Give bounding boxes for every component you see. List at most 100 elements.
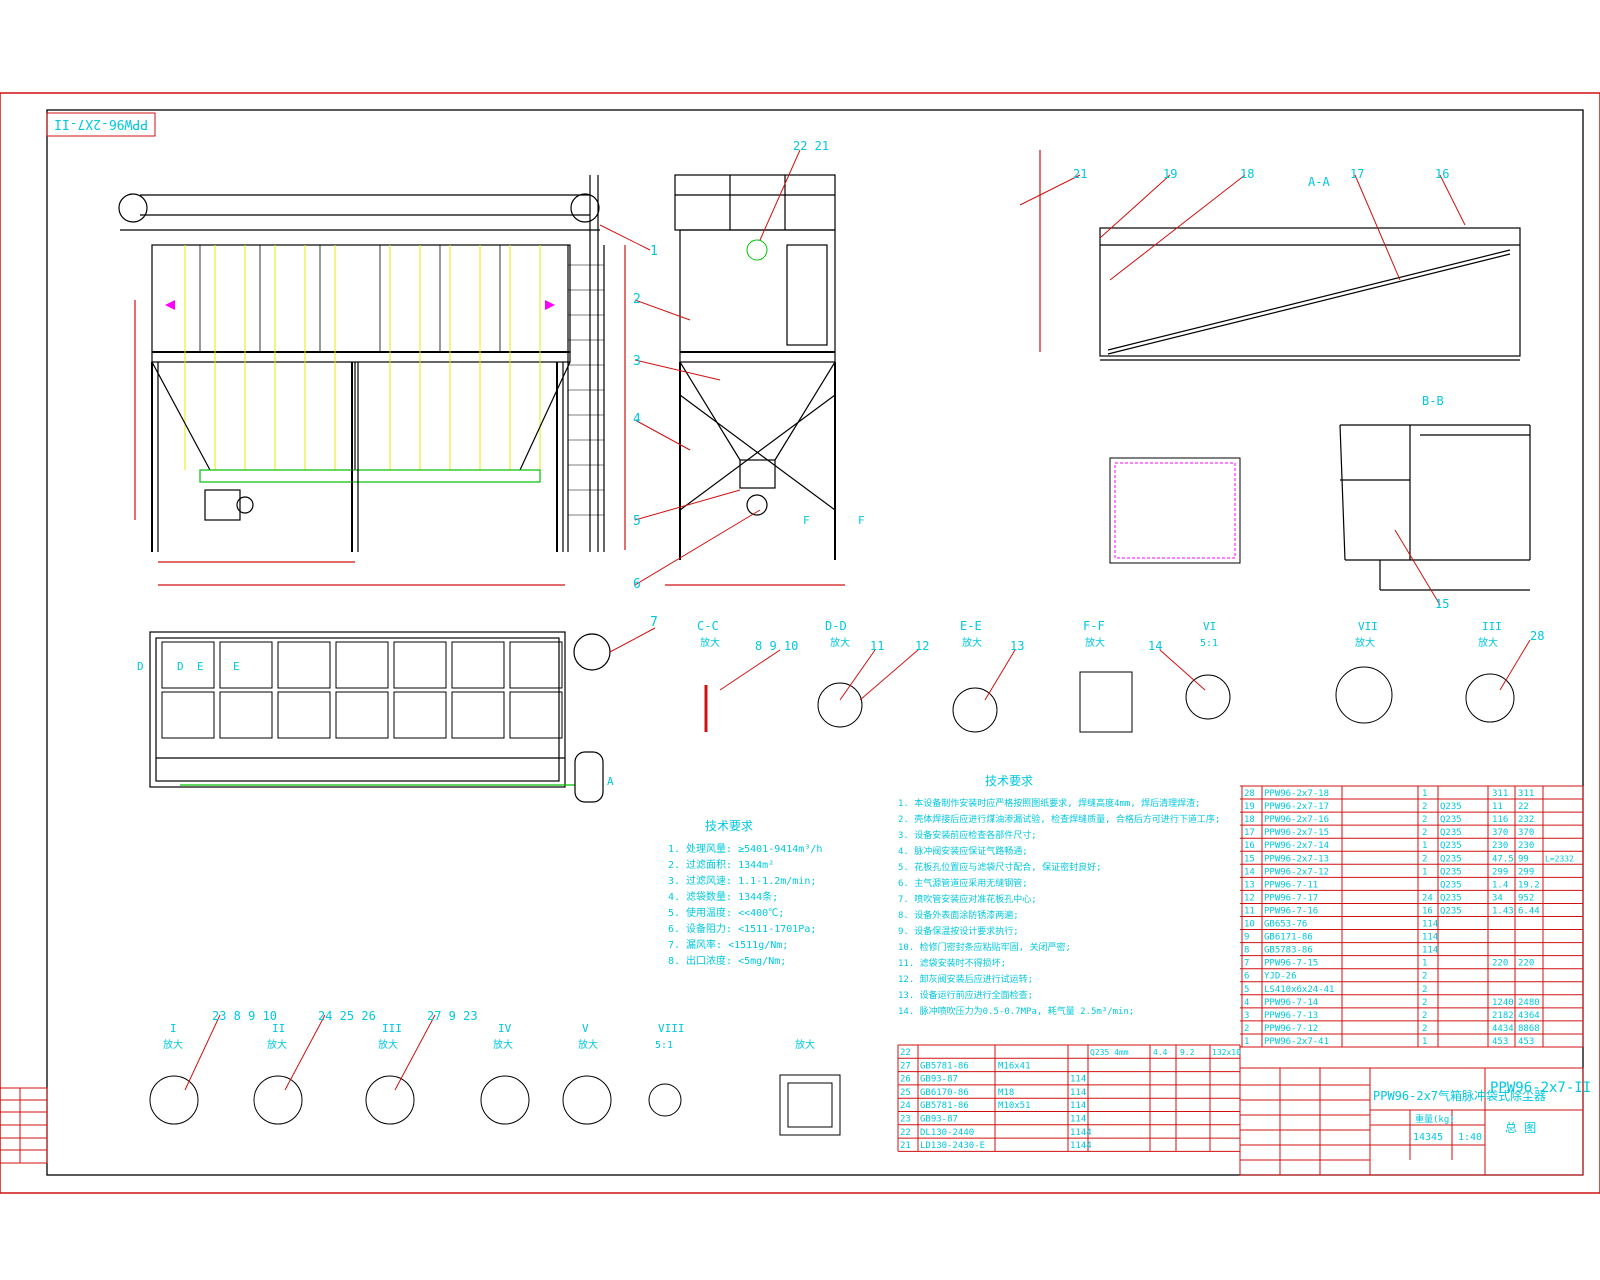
part-unit-weight: 299 <box>1492 867 1508 877</box>
part-code: YJD-26 <box>1264 972 1297 982</box>
part-no: 16 <box>1244 841 1255 851</box>
part-total-weight: 232 <box>1518 815 1534 825</box>
part-note: L=2332 <box>1545 854 1574 863</box>
part-unit-weight: 47.5 <box>1492 854 1514 864</box>
part-qty: 16 <box>1422 906 1433 916</box>
detail-viii-title: VIII <box>658 1022 685 1035</box>
section-aa-title: A-A <box>1308 175 1330 189</box>
section-dd-title: D-D <box>825 619 847 633</box>
scale-iii: 放大 <box>1478 636 1498 649</box>
part-qty: 114 <box>1070 1088 1086 1098</box>
part-total-weight: 370 <box>1518 828 1534 838</box>
part-value: 9.2 <box>1180 1048 1195 1057</box>
part-unit-weight: 2182 <box>1492 1011 1514 1021</box>
plan-view <box>149 631 611 803</box>
label-16: 16 <box>1435 167 1449 181</box>
part-total-weight: 311 <box>1518 789 1534 799</box>
part-code: GB5783-86 <box>1264 946 1313 956</box>
part-material: Q235 <box>1440 880 1462 890</box>
part-qty: 1144 <box>1070 1128 1092 1138</box>
part-no: 28 <box>1244 789 1255 799</box>
part-code: PPW96-2x7-18 <box>1264 789 1329 799</box>
label-4: 4 <box>633 412 641 427</box>
part-no: 27 <box>900 1061 911 1071</box>
scale-b3: 放大 <box>378 1038 398 1051</box>
part-total-weight: 8868 <box>1518 1024 1540 1034</box>
part-code: PPW96-2x7-17 <box>1264 802 1329 812</box>
part-material: Q235 <box>1440 906 1462 916</box>
detail-ii-title: II <box>272 1022 285 1035</box>
part-unit-weight: 311 <box>1492 789 1508 799</box>
section-a-mark: A <box>607 775 614 788</box>
scale-b6: 5:1 <box>655 1040 673 1051</box>
part-qty: 24 <box>1422 893 1433 903</box>
title-scale: 1:40 <box>1458 1132 1482 1143</box>
detail-vii-title: VII <box>1358 620 1378 633</box>
part-total-weight: 22 <box>1518 802 1529 812</box>
part-code: GB653-76 <box>1264 920 1307 930</box>
scale-ee: 放大 <box>962 636 982 649</box>
tech-left-item: 1. 处理风量: ≥5401-9414m³/h <box>668 843 822 855</box>
detail-v-title: V <box>582 1022 589 1035</box>
detail-row-1 <box>704 666 1515 733</box>
tech-right-item: 11. 滤袋安装时不得损坏; <box>898 957 1006 969</box>
part-unit-weight: 1240 <box>1492 998 1514 1008</box>
part-qty: 2 <box>1422 985 1427 995</box>
scale-b5: 放大 <box>578 1038 598 1051</box>
tech-right-item: 3. 设备安装前应检查各部件尺寸; <box>898 829 1037 841</box>
label-19: 19 <box>1163 167 1177 181</box>
corner-code-box <box>46 112 156 137</box>
part-material: Q235 <box>1440 841 1462 851</box>
part-total-weight: 220 <box>1518 959 1534 969</box>
section-d1: D <box>137 660 144 673</box>
part-code: PPW96-2x7-16 <box>1264 815 1329 825</box>
part-qty: 114 <box>1070 1075 1086 1085</box>
part-no: 12 <box>1244 893 1255 903</box>
tech-right-item: 6. 主气源管道应采用无缝钢管; <box>898 877 1028 889</box>
tech-right-list: 1. 本设备制作安装时应严格按照图纸要求, 焊缝高度4mm, 焊后清理焊渣; 2.… <box>898 797 1220 1017</box>
part-no: 11 <box>1244 906 1255 916</box>
part-qty: 1 <box>1422 841 1427 851</box>
part-no: 9 <box>1244 933 1249 943</box>
label-15: 15 <box>1435 597 1449 611</box>
part-value: 4.4 <box>1153 1048 1168 1057</box>
tech-left-item: 3. 过滤风速: 1.1-1.2m/min; <box>668 874 816 887</box>
title-weight: 14345 <box>1413 1132 1443 1143</box>
part-material: Q235 <box>1440 802 1462 812</box>
tech-right-item: 7. 喷吹管安装应对准花板孔中心; <box>898 893 1037 905</box>
part-no: 22 <box>900 1048 911 1058</box>
part-qty: 1144 <box>1070 1141 1092 1151</box>
part-qty: 114 <box>1422 933 1438 943</box>
part-code: GB6170-86 <box>920 1088 969 1098</box>
ref-28: 28 <box>1530 629 1544 643</box>
ref-dd: 11 <box>870 639 884 653</box>
label-7: 7 <box>650 615 658 630</box>
part-qty: 2 <box>1422 1024 1427 1034</box>
tech-right-item: 1. 本设备制作安装时应严格按照图纸要求, 焊缝高度4mm, 焊后清理焊渣; <box>898 797 1201 809</box>
tech-right-title: 技术要求 <box>985 774 1033 788</box>
scale-b4: 放大 <box>493 1038 513 1051</box>
part-no: 4 <box>1244 998 1249 1008</box>
part-qty: 114 <box>1422 946 1438 956</box>
section-aa <box>1039 150 1521 361</box>
part-total-weight: 299 <box>1518 867 1534 877</box>
part-unit-weight: 116 <box>1492 815 1508 825</box>
part-no: 19 <box>1244 802 1255 812</box>
detail-vi-title: VI <box>1203 620 1216 633</box>
part-unit-weight: 370 <box>1492 828 1508 838</box>
front-elevation <box>118 175 626 586</box>
part-no: 15 <box>1244 854 1255 864</box>
ref-cc: 8 9 10 <box>755 639 798 653</box>
part-no: 8 <box>1244 946 1249 956</box>
detail-iii-b-title: III <box>382 1022 402 1035</box>
tech-left-list: 1. 处理风量: ≥5401-9414m³/h2. 过滤面积: 1344m²3.… <box>668 843 822 967</box>
section-e2: E <box>233 660 240 673</box>
tech-right-item: 2. 壳体焊接后应进行煤油渗漏试验, 检查焊缝质量, 合格后方可进行下道工序; <box>898 813 1220 825</box>
part-no: 3 <box>1244 1011 1249 1021</box>
tech-right-item: 4. 脉冲阀安装应保证气路畅通; <box>898 845 1028 857</box>
part-code: PPW96-7-17 <box>1264 893 1318 903</box>
part-code: PPW96-7-15 <box>1264 959 1318 969</box>
section-e1: E <box>197 660 204 673</box>
tech-right-item: 9. 设备保温按设计要求执行; <box>898 925 1019 937</box>
